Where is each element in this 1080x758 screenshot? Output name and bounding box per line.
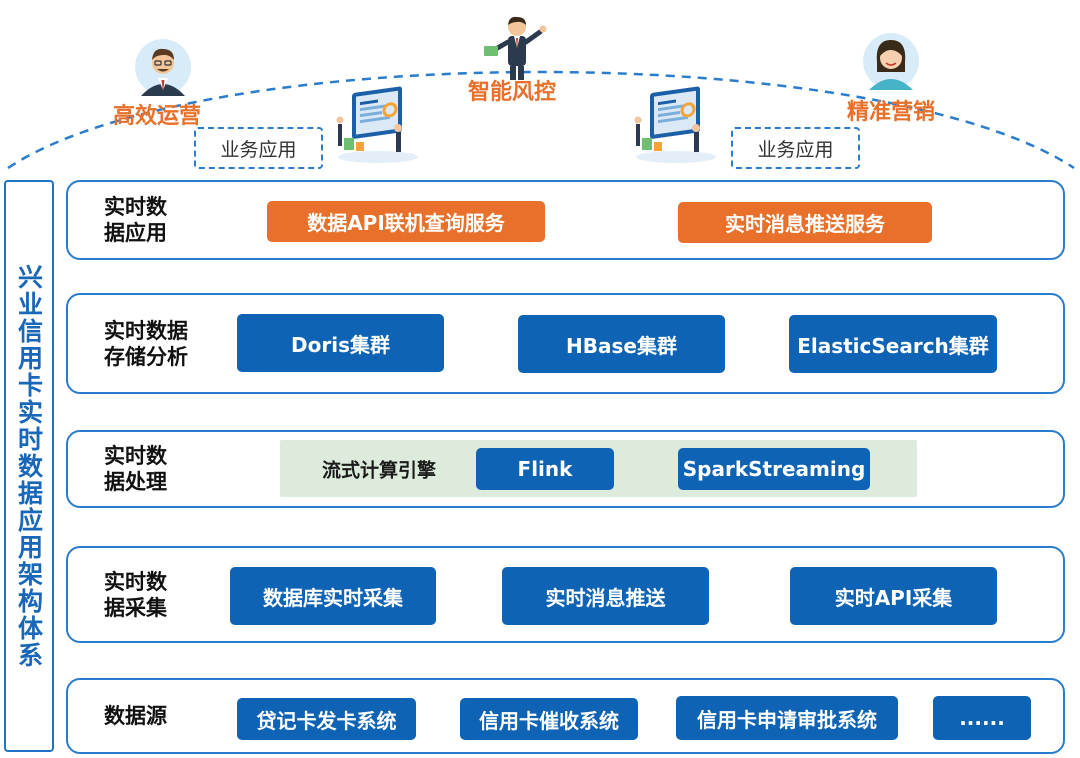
layer-realtime-collection: 实时数 据采集 数据库实时采集 实时消息推送 实时API采集 xyxy=(66,546,1065,643)
source-box-credit-card-issuing: 贷记卡发卡系统 xyxy=(237,698,416,740)
layer-label: 实时数 据处理 xyxy=(104,443,167,494)
source-box-application-approval: 信用卡申请审批系统 xyxy=(676,696,898,740)
layer-realtime-storage-analysis: 实时数据 存储分析 Doris集群 HBase集群 ElasticSearch集… xyxy=(66,293,1065,394)
engine-box-sparkstreaming: SparkStreaming xyxy=(678,448,870,490)
layer-label: 实时数据 存储分析 xyxy=(104,318,188,369)
service-box-api-query: 数据API联机查询服务 xyxy=(267,201,545,242)
collect-box-api: 实时API采集 xyxy=(790,567,997,625)
cluster-box-elasticsearch: ElasticSearch集群 xyxy=(789,315,997,373)
source-box-more: ...... xyxy=(933,696,1031,740)
role-label-efficient-operations: 高效运营 xyxy=(113,104,202,129)
presenter-avatar-icon xyxy=(484,16,547,80)
businessman-avatar-icon xyxy=(135,39,191,96)
role-label-precision-marketing: 精准营销 xyxy=(847,100,936,125)
architecture-title-text: 兴业信用卡实时数据应用架构体系 xyxy=(14,263,44,669)
layer-realtime-processing: 实时数 据处理 流式计算引擎 Flink SparkStreaming xyxy=(66,430,1065,508)
layer-realtime-data-application: 实时数 据应用 数据API联机查询服务 实时消息推送服务 xyxy=(66,180,1065,260)
layer-label: 实时数 据采集 xyxy=(104,569,167,620)
stream-engine-band: 流式计算引擎 Flink SparkStreaming xyxy=(280,440,917,497)
service-box-message-push: 实时消息推送服务 xyxy=(678,202,932,243)
business-app-box-right: 业务应用 xyxy=(731,127,860,169)
stream-engine-label: 流式计算引擎 xyxy=(322,459,437,481)
analytics-monitor-icon xyxy=(336,86,418,163)
business-app-box-left: 业务应用 xyxy=(194,127,323,169)
architecture-title-vertical: 兴业信用卡实时数据应用架构体系 xyxy=(4,180,54,752)
cluster-box-doris: Doris集群 xyxy=(237,314,444,372)
cluster-box-hbase: HBase集群 xyxy=(518,315,725,373)
collect-box-message-push: 实时消息推送 xyxy=(502,567,709,625)
layer-label: 实时数 据应用 xyxy=(104,194,167,245)
engine-box-flink: Flink xyxy=(476,448,614,490)
analytics-monitor-icon xyxy=(634,86,716,163)
source-box-collection: 信用卡催收系统 xyxy=(460,698,638,740)
woman-avatar-icon xyxy=(863,33,919,90)
collect-box-database: 数据库实时采集 xyxy=(230,567,436,625)
layer-data-sources: 数据源 贷记卡发卡系统 信用卡催收系统 信用卡申请审批系统 ...... xyxy=(66,678,1065,754)
role-label-intelligent-risk-control: 智能风控 xyxy=(468,80,557,105)
layer-label: 数据源 xyxy=(104,703,167,728)
